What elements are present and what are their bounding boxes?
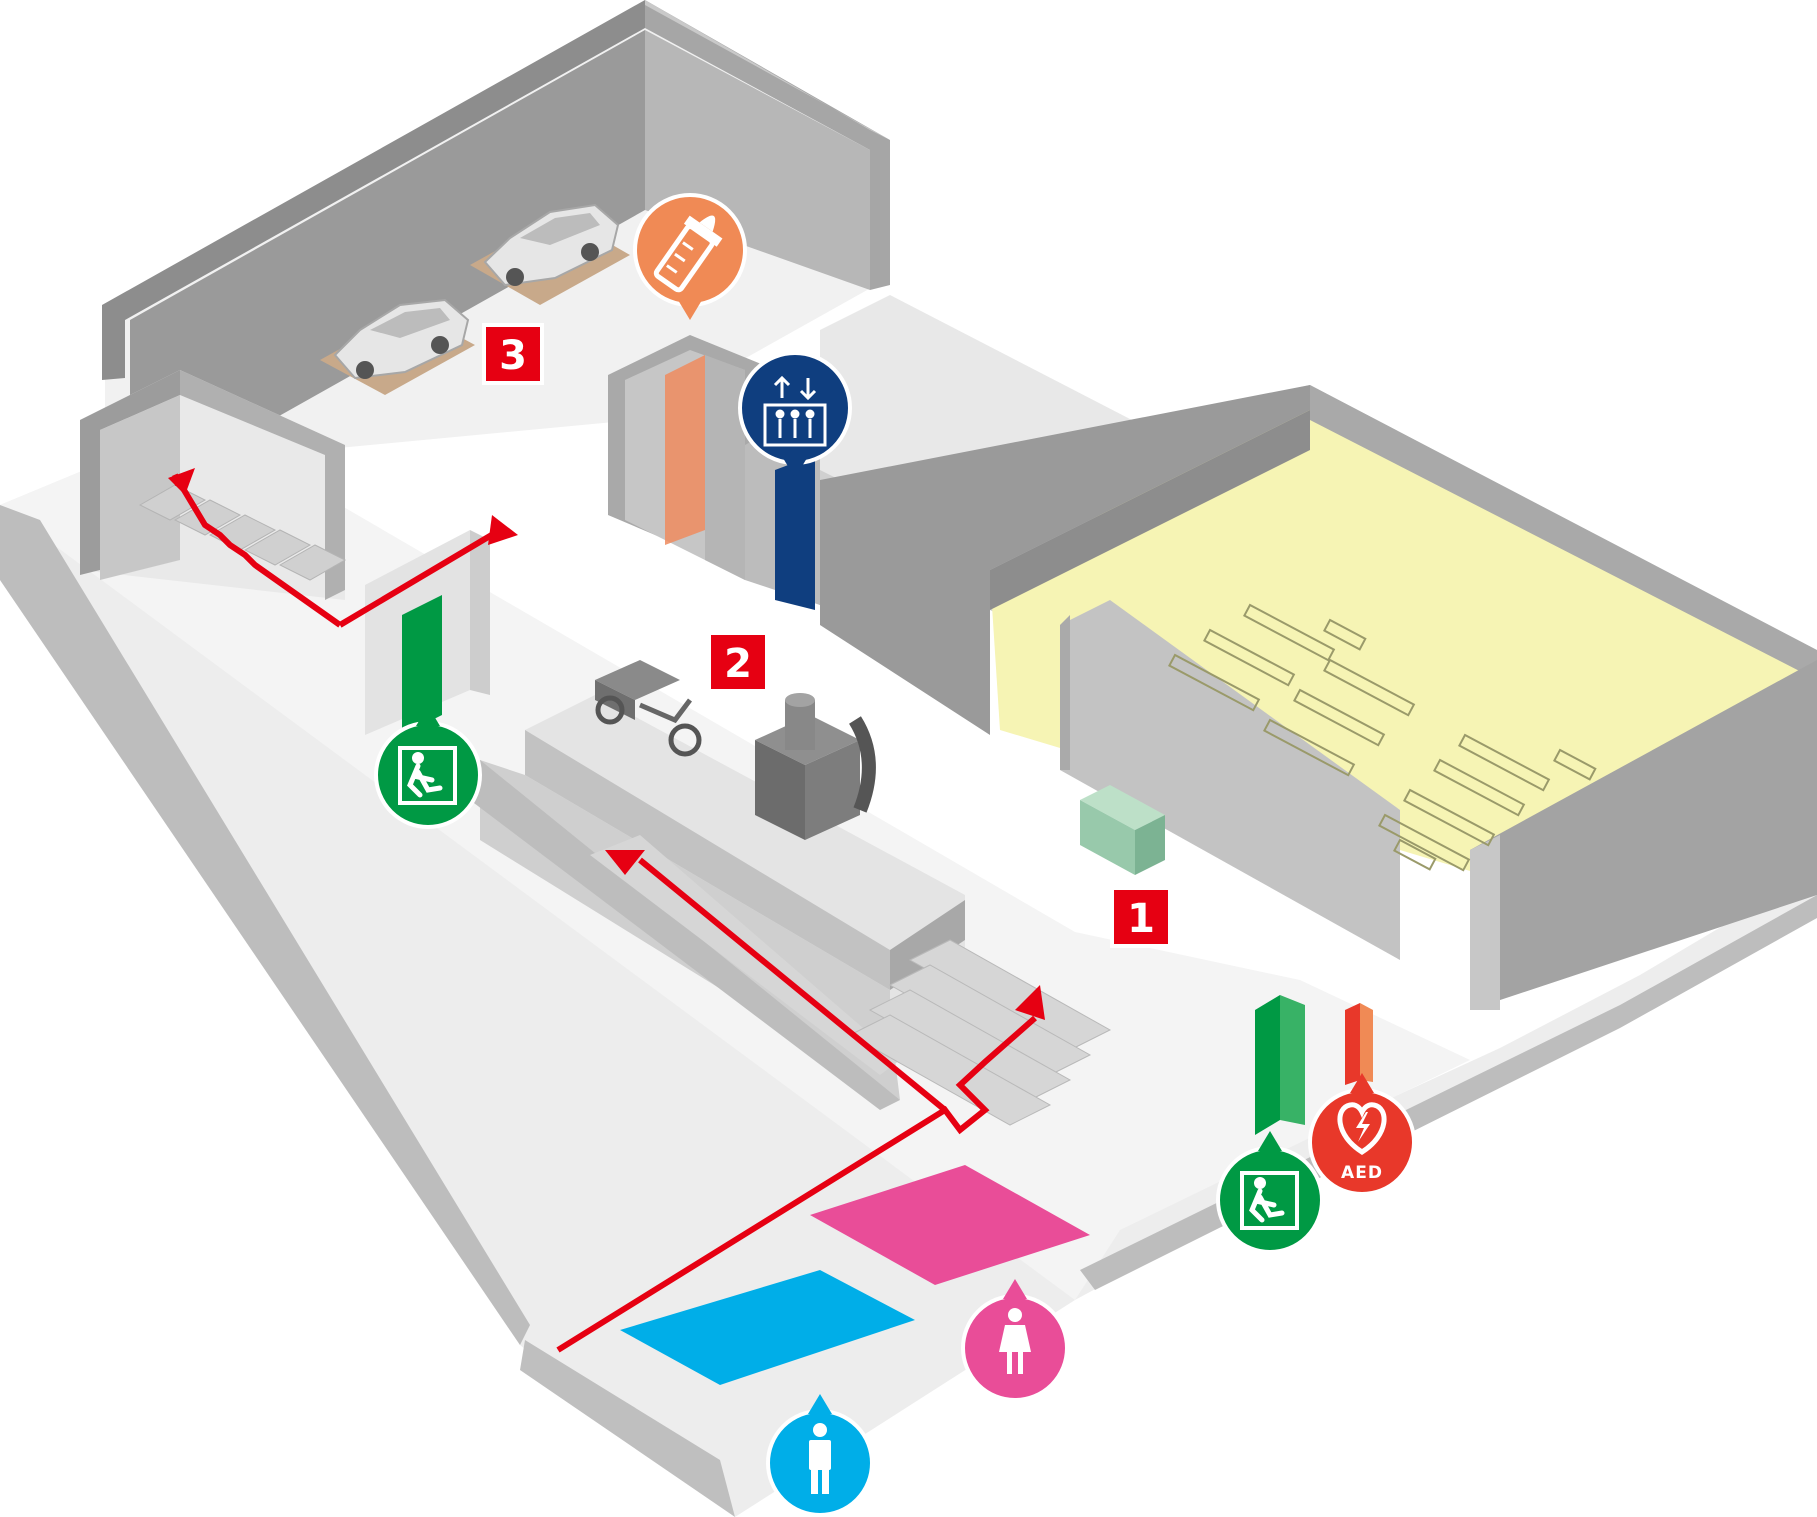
- female-toilet-icon: [999, 1308, 1031, 1374]
- car-icon: [483, 203, 620, 287]
- machine-icon: [755, 693, 876, 840]
- area-label-2: 2: [707, 631, 769, 693]
- emergency-exit-icon: [1240, 1171, 1299, 1230]
- motorcycle-icon: [595, 660, 702, 757]
- route-arrowheads: [168, 468, 1045, 1020]
- area-label-1-text: 1: [1127, 896, 1155, 942]
- seat-rows: [1168, 603, 1597, 872]
- nursing-room-pin: [632, 193, 748, 320]
- ramp-block: [470, 695, 965, 1110]
- left-exit-door: [365, 530, 490, 735]
- evacuation-routes: [172, 473, 1037, 1353]
- mens-toilet-pin: [766, 1394, 874, 1517]
- area-label-3-text: 3: [499, 333, 527, 379]
- right-exit-pin: [1216, 1131, 1324, 1254]
- elevator-pin: [738, 351, 852, 478]
- equipment-box: [1080, 785, 1165, 875]
- male-toilet-icon: [809, 1423, 831, 1494]
- car-icon: [333, 298, 470, 380]
- aed-label: AED: [1341, 1163, 1383, 1183]
- toilet-areas: [520, 1165, 1090, 1517]
- area-label-3: 3: [482, 323, 544, 385]
- baby-bottle-icon: [653, 215, 723, 293]
- womens-toilet-pin: [961, 1279, 1069, 1402]
- aed-pin: AED: [1308, 1073, 1416, 1196]
- aed-heart-icon: [1337, 1102, 1387, 1155]
- aed-post: [1345, 1003, 1373, 1085]
- hall-room: [820, 385, 1817, 1010]
- elevator-icon: [763, 375, 827, 447]
- area-label-1: 1: [1110, 886, 1172, 948]
- left-exit-pin: [374, 706, 482, 829]
- emergency-exit-icon: [398, 746, 457, 805]
- area-label-2-text: 2: [724, 641, 752, 687]
- front-stairs: [848, 939, 1112, 1126]
- stairwell: [80, 370, 347, 600]
- right-exit-door: [1255, 995, 1305, 1135]
